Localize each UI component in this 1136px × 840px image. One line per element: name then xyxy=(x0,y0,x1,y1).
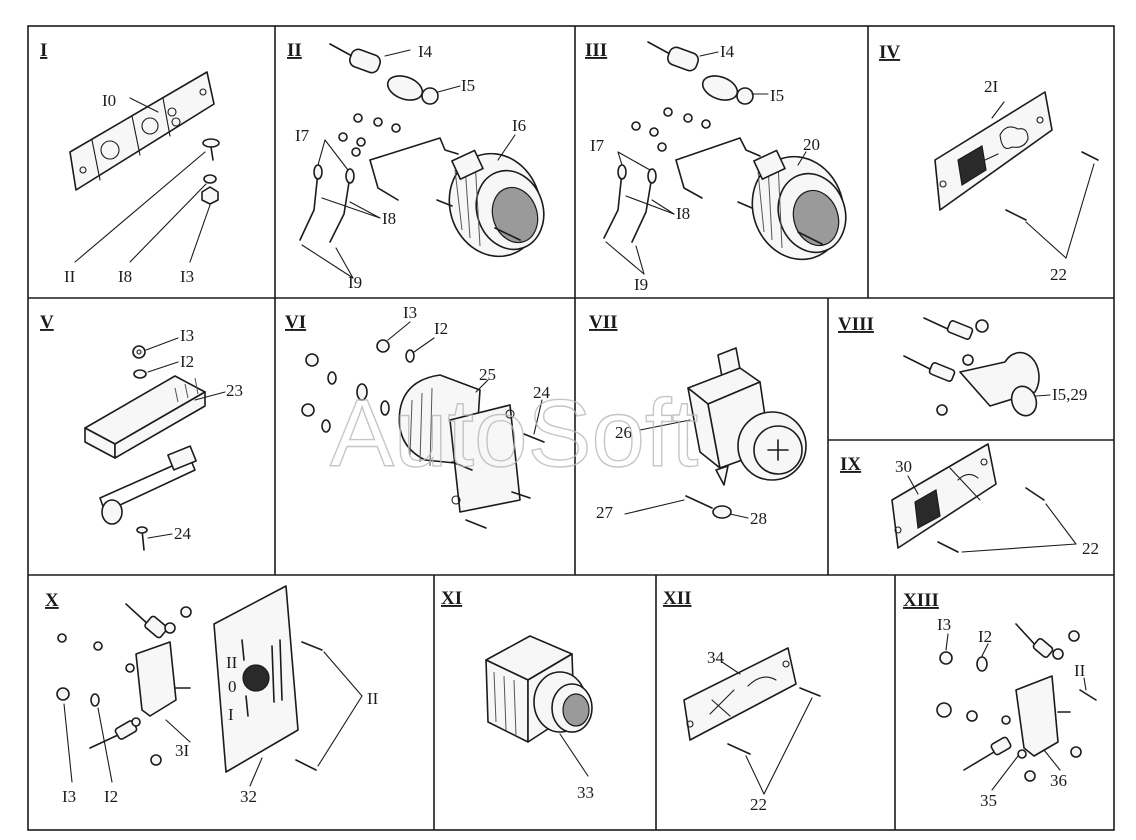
label-18b: I8 xyxy=(382,209,396,228)
panel-number-XI: XI xyxy=(441,588,462,609)
label-11b: II xyxy=(367,689,379,708)
label-13c: I3 xyxy=(403,303,417,322)
panel-number-VIII: VIII xyxy=(838,314,874,335)
label-15-29: I5,29 xyxy=(1052,385,1087,404)
panel-number-XII: XII xyxy=(663,588,692,609)
panel-I-drawing xyxy=(69,71,220,263)
label-13: I3 xyxy=(180,267,194,286)
label-16: I6 xyxy=(512,116,526,135)
panel-number-II: II xyxy=(287,40,302,61)
label-11: II xyxy=(64,267,76,286)
panel-XI-drawing xyxy=(485,635,593,777)
panel-II-drawing xyxy=(299,43,545,279)
label-18c: I8 xyxy=(676,204,690,223)
label-13d: I3 xyxy=(62,787,76,806)
label-19: I9 xyxy=(348,273,362,292)
label-12c: I2 xyxy=(104,787,118,806)
panel-frames xyxy=(27,25,1115,831)
panel-IX-drawing xyxy=(891,443,1077,553)
label-35: 35 xyxy=(980,791,997,810)
watermark-text: AutoSoft xyxy=(330,380,698,487)
label-14b: I4 xyxy=(720,42,735,61)
panel-VI-drawing xyxy=(301,321,545,529)
label-26: 26 xyxy=(615,423,632,442)
label-12d: I2 xyxy=(978,627,992,646)
label-13b: I3 xyxy=(180,326,194,345)
label-18: I8 xyxy=(118,267,132,286)
panel-number-VII: VII xyxy=(589,312,618,333)
panel-IV-drawing xyxy=(934,91,1099,259)
panel-number-V: V xyxy=(40,312,54,333)
panel-V-drawing xyxy=(84,337,226,551)
label-31: 3I xyxy=(175,741,190,760)
label-32: 32 xyxy=(240,787,257,806)
panel-number-XIII: XIII xyxy=(903,590,939,611)
label-12b: I2 xyxy=(434,319,448,338)
label-13e: I3 xyxy=(937,615,951,634)
label-17b: I7 xyxy=(590,136,605,155)
label-28: 28 xyxy=(750,509,767,528)
label-10: I0 xyxy=(102,91,116,110)
label-24: 24 xyxy=(174,524,192,543)
label-36: 36 xyxy=(1050,771,1067,790)
panel-XIII-drawing xyxy=(936,623,1097,791)
label-22: 22 xyxy=(1050,265,1067,284)
label-23: 23 xyxy=(226,381,243,400)
panel-number-VI: VI xyxy=(285,312,306,333)
panel-X-drawing xyxy=(56,585,363,787)
label-30: 30 xyxy=(895,457,912,476)
panel-number-IV: IV xyxy=(879,42,900,63)
label-22c: 22 xyxy=(750,795,767,814)
panel-VII-drawing xyxy=(624,347,807,519)
label-27: 27 xyxy=(596,503,614,522)
label-20: 20 xyxy=(803,135,820,154)
plate-symbol-top: II xyxy=(226,653,238,672)
panel-number-III: III xyxy=(585,40,607,61)
panel-XII-drawing xyxy=(683,647,821,795)
plate-symbol-mid: 0 xyxy=(228,677,237,696)
label-33: 33 xyxy=(577,783,594,802)
label-34: 34 xyxy=(707,648,725,667)
label-24b: 24 xyxy=(533,383,551,402)
label-12: I2 xyxy=(180,352,194,371)
label-14: I4 xyxy=(418,42,433,61)
plate-symbol-bot: I xyxy=(228,705,234,724)
label-15b: I5 xyxy=(770,86,784,105)
panel-number-IX: IX xyxy=(840,454,861,475)
panel-VIII-drawing xyxy=(903,317,1051,417)
panel-number-I: I xyxy=(40,40,47,61)
label-11c: II xyxy=(1074,661,1086,680)
label-15: I5 xyxy=(461,76,475,95)
panel-III-drawing xyxy=(603,41,847,275)
panel-number-X: X xyxy=(45,590,59,611)
label-19b: I9 xyxy=(634,275,648,294)
label-17: I7 xyxy=(295,126,310,145)
label-21: 2I xyxy=(984,77,999,96)
label-22b: 22 xyxy=(1082,539,1099,558)
label-25: 25 xyxy=(479,365,496,384)
